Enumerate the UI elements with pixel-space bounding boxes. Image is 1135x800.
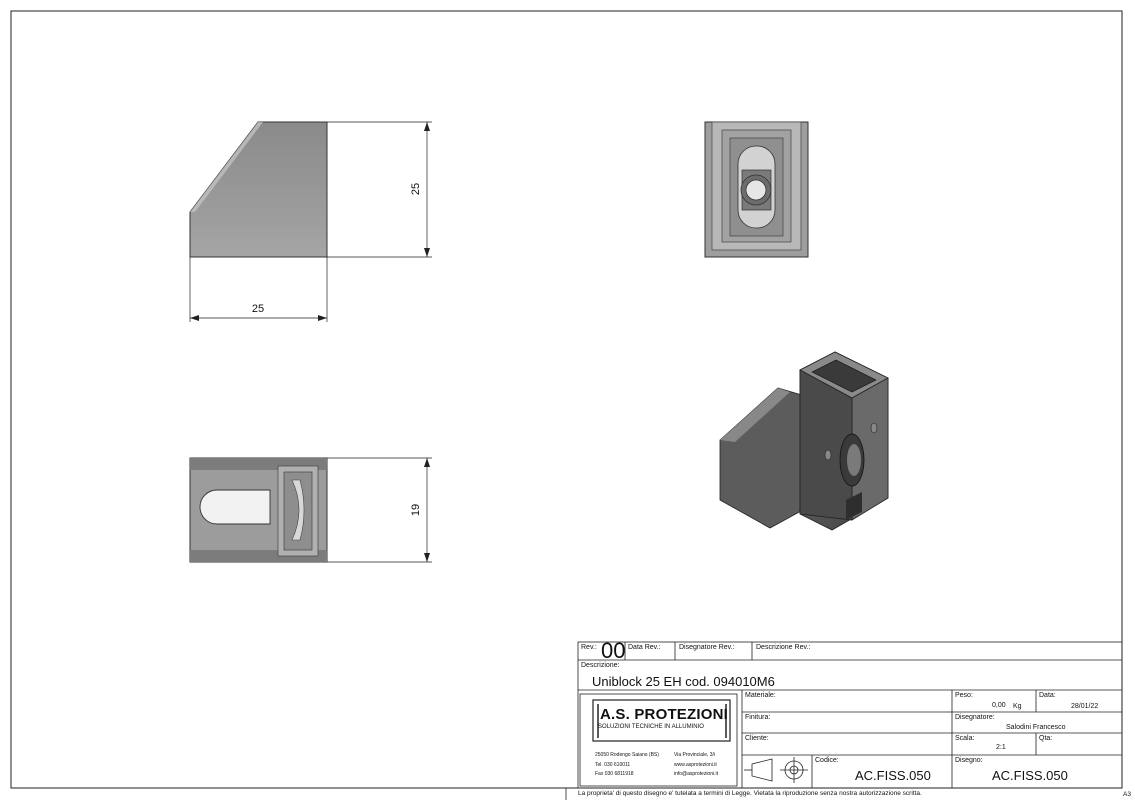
sheet-size: A3 (1123, 791, 1131, 798)
codice-value: AC.FISS.050 (855, 768, 931, 783)
bottom-view (189, 457, 432, 563)
data-label: Data: (1039, 692, 1056, 699)
disegno-label: Disegno: (955, 757, 983, 764)
disegnatore-rev-label: Disegnatore Rev.: (679, 644, 735, 651)
company-fax: Fax 030 6811918 (595, 771, 634, 777)
isometric-view (719, 351, 889, 531)
scala-value: 2:1 (996, 744, 1006, 751)
copyright-notice: La proprieta' di questo disegno e' tutel… (578, 790, 922, 797)
disegnatore-value: Salodini Francesco (1006, 724, 1066, 731)
peso-label: Peso: (955, 692, 973, 699)
peso-value: 0,00 (992, 702, 1006, 709)
peso-unit: Kg (1013, 703, 1022, 710)
descrizione-label: Descrizione: (581, 662, 620, 669)
sheet-border (10, 10, 1123, 789)
finitura-label: Finitura: (745, 714, 771, 721)
rev-label: Rev.: (581, 644, 597, 651)
codice-label: Codice: (815, 757, 839, 764)
company-web: www.asprotezioni.it (674, 762, 717, 768)
cliente-label: Cliente: (745, 735, 769, 742)
dim-bottom-height: 19 (410, 504, 422, 516)
data-value: 28/01/22 (1071, 703, 1099, 710)
scala-label: Scala: (955, 735, 975, 742)
data-rev-label: Data Rev.: (628, 644, 661, 651)
dim-front-height: 25 (410, 183, 422, 195)
company-address-1: 25050 Rodengo Saiano (BS) (595, 752, 659, 758)
company-email: info@asprotezioni.it (674, 771, 718, 777)
rev-value: 00 (601, 638, 626, 663)
front-view (189, 121, 432, 322)
dim-front-width: 25 (252, 303, 264, 315)
company-address-2: Via Provinciale, 3/i (674, 752, 716, 758)
disegnatore-label: Disegnatore: (955, 714, 995, 721)
company-name: A.S. PROTEZIONI (600, 706, 729, 723)
descrizione-rev-label: Descrizione Rev.: (756, 644, 811, 651)
company-tel: Tel. 030 610011 (595, 762, 631, 768)
title-block-grid (577, 641, 1123, 789)
materiale-label: Materiale: (745, 692, 776, 699)
disegno-value: AC.FISS.050 (992, 768, 1068, 783)
side-view (704, 121, 809, 258)
company-tagline: SOLUZIONI TECNICHE IN ALLUMINIO (598, 724, 704, 730)
descrizione-value: Uniblock 25 EH cod. 094010M6 (592, 674, 775, 689)
qta-label: Qta: (1039, 735, 1053, 742)
